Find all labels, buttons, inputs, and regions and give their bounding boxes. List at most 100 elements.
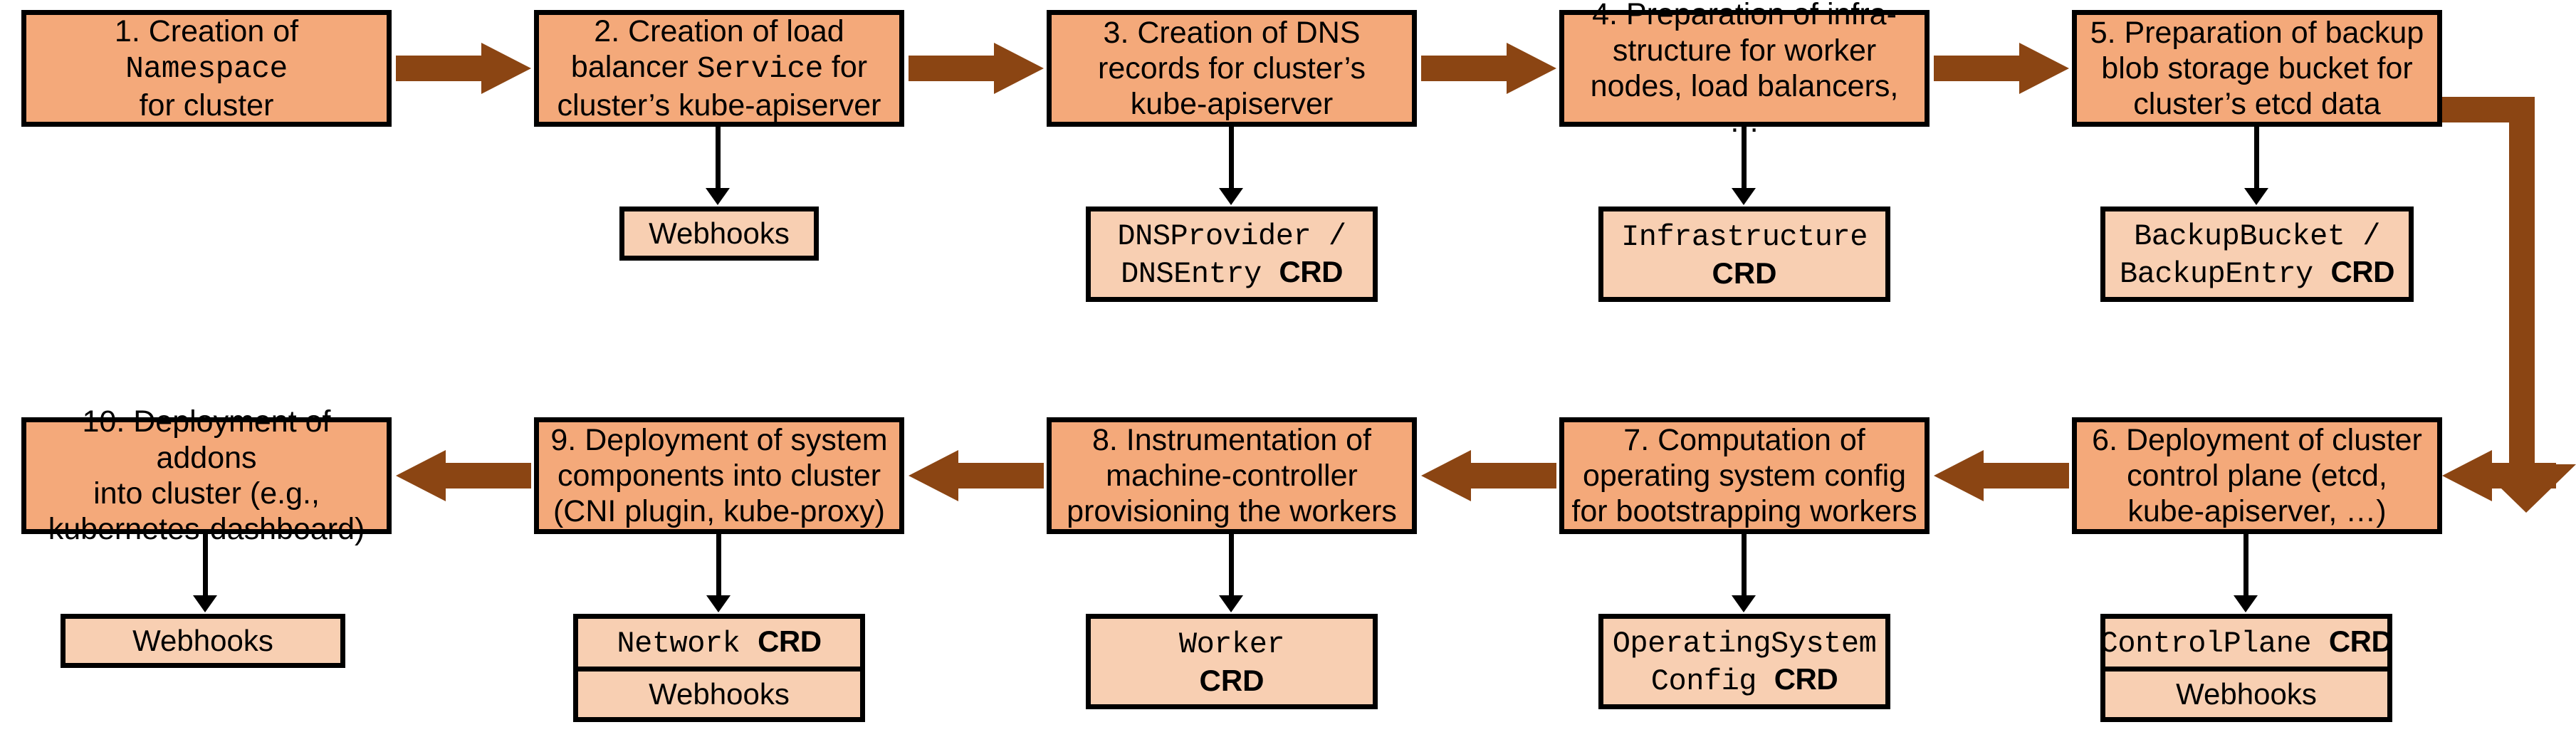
crd-label: CRD (2330, 255, 2394, 288)
sub-cell-osc-crd: OperatingSystem Config CRD (1603, 619, 1885, 704)
connector-line-step-3 (1229, 127, 1234, 189)
flow-arrow-into-step-6 (2442, 450, 2556, 501)
step-box-2[interactable]: 2. Creation of load balancer Service for… (534, 10, 904, 127)
connector-arrowhead-step-8 (1219, 595, 1243, 612)
sub-cell-webhooks: Webhooks (578, 667, 860, 717)
service-kind: Service (696, 51, 824, 87)
sub-box-network-crd[interactable]: Network CRD Webhooks (573, 614, 865, 722)
osc-crd-line-2: Config CRD (1650, 662, 1838, 699)
sub-cell-webhooks: Webhooks (2105, 667, 2387, 717)
crd-label: CRD (758, 624, 822, 658)
step-4-line-2: structure for worker (1612, 33, 1877, 68)
flow-arrow-4-to-5 (1934, 43, 2069, 94)
controlplane-crd-text: ControlPlane CRD (2100, 624, 2393, 661)
step-5-line-1: 5. Preparation of backup (2090, 15, 2424, 50)
connector-arrowhead-step-2 (706, 188, 730, 205)
step-8-line-1: 8. Instrumentation of (1092, 422, 1371, 457)
sub-cell-network-crd: Network CRD (578, 619, 860, 667)
step-7-line-1: 7. Computation of (1623, 422, 1865, 457)
step-10-line-2: into cluster (e.g., (93, 476, 320, 511)
connector-arrowhead-step-3 (1219, 188, 1243, 205)
step-9-line-3: (CNI plugin, kube-proxy) (553, 494, 885, 529)
step-2-line-3: cluster’s kube-apiserver (557, 88, 881, 122)
step-3-line-1: 3. Creation of DNS (1103, 15, 1361, 50)
backup-crd-line-2: BackupEntry CRD (2120, 255, 2394, 291)
flow-arrow-2-to-3 (909, 43, 1044, 94)
step-4-line-1: 4. Preparation of infra- (1592, 0, 1897, 32)
sub-box-webhooks-step-10[interactable]: Webhooks (61, 614, 345, 668)
step-box-6[interactable]: 6. Deployment of cluster control plane (… (2072, 417, 2442, 534)
step-9-line-2: components into cluster (557, 458, 881, 493)
step-10-line-1: 10. Deployment of addons (82, 404, 331, 475)
sub-cell-backup-crd: BackupBucket / BackupEntry CRD (2105, 211, 2409, 297)
sub-cell-worker-crd: Worker CRD (1091, 619, 1373, 704)
step-7-line-2: operating system config (1582, 458, 1907, 493)
step-2-line-2: balancer Service for (570, 50, 868, 87)
connector-arrowhead-step-9 (706, 595, 731, 612)
flow-arrow-3-to-4 (1421, 43, 1556, 94)
step-3-line-3: kube-apiserver (1130, 87, 1334, 122)
worker-crd-line-2: CRD (1199, 663, 1265, 697)
step-8-line-3: provisioning the workers (1067, 494, 1397, 529)
step-6-line-3: kube-apiserver, …) (2127, 494, 2387, 529)
flow-arrow-9-to-10 (396, 450, 531, 501)
connector-arrowhead-step-5 (2244, 188, 2268, 205)
step-2-line-1: 2. Creation of load (594, 14, 844, 49)
flow-arrow-7-to-8 (1421, 450, 1556, 501)
step-1-line-3: for cluster (139, 88, 274, 122)
step-5-line-2: blob storage bucket for (2101, 51, 2413, 85)
step-box-9[interactable]: 9. Deployment of system components into … (534, 417, 904, 534)
sub-box-infrastructure-crd[interactable]: Infrastructure CRD (1598, 207, 1890, 302)
crd-label: CRD (2328, 624, 2393, 658)
crd-label: CRD (1774, 662, 1838, 696)
step-box-5[interactable]: 5. Preparation of backup blob storage bu… (2072, 10, 2442, 127)
step-9-line-1: 9. Deployment of system (550, 422, 888, 457)
dns-crd-line-2: DNSEntry CRD (1121, 255, 1343, 291)
step-1-line-2: Namespace (125, 51, 288, 87)
step-box-7[interactable]: 7. Computation of operating system confi… (1559, 417, 1930, 534)
step-3-line-2: records for cluster’s (1098, 51, 1366, 85)
flow-arrow-8-to-9 (909, 450, 1044, 501)
connector-line-step-4 (1742, 127, 1747, 189)
worker-crd-line-1: Worker (1178, 627, 1285, 662)
sub-box-osc-crd[interactable]: OperatingSystem Config CRD (1598, 614, 1890, 709)
step-box-4[interactable]: 4. Preparation of infra- structure for w… (1559, 0, 1930, 139)
step-box-3[interactable]: 3. Creation of DNS records for cluster’s… (1047, 10, 1417, 127)
connector-line-step-2 (716, 127, 721, 189)
sub-box-backup-crd[interactable]: BackupBucket / BackupEntry CRD (2100, 207, 2414, 302)
step-box-8[interactable]: 8. Instrumentation of machine-controller… (1047, 417, 1417, 534)
step-5-line-3: cluster’s etcd data (2133, 87, 2381, 122)
step-box-10[interactable]: 10. Deployment of addons into cluster (e… (21, 404, 392, 546)
osc-crd-line-1: OperatingSystem (1612, 626, 1877, 661)
dns-crd-line-1: DNSProvider / (1117, 219, 1346, 254)
step-box-1[interactable]: 1. Creation of Namespace for cluster (21, 10, 392, 127)
sub-box-controlplane-crd[interactable]: ControlPlane CRD Webhooks (2100, 614, 2393, 722)
infrastructure-crd-line-2: CRD (1712, 256, 1777, 290)
connector-line-step-10 (203, 534, 208, 597)
step-8-line-2: machine-controller (1106, 458, 1358, 493)
crd-label: CRD (1279, 255, 1343, 288)
connector-line-step-8 (1229, 534, 1234, 597)
infrastructure-crd-line-1: Infrastructure (1621, 220, 1868, 255)
sub-cell-controlplane-crd: ControlPlane CRD (2100, 619, 2393, 667)
sub-cell-dns-crd: DNSProvider / DNSEntry CRD (1091, 211, 1373, 297)
backup-crd-line-1: BackupBucket / (2134, 219, 2380, 254)
step-1-line-1: 1. Creation of (114, 14, 299, 49)
flow-arrow-6-to-7 (1934, 450, 2069, 501)
sub-cell-webhooks: Webhooks (649, 216, 790, 250)
network-crd-text: Network CRD (617, 624, 822, 661)
step-4-line-3: nodes, load balancers, … (1590, 69, 1899, 140)
sub-box-webhooks-step-2[interactable]: Webhooks (619, 207, 819, 261)
sub-box-dns-crd[interactable]: DNSProvider / DNSEntry CRD (1086, 207, 1378, 302)
flow-arrow-5-to-6-wrap (2442, 43, 2576, 527)
sub-box-worker-crd[interactable]: Worker CRD (1086, 614, 1378, 709)
connector-line-step-5 (2254, 127, 2259, 189)
step-6-line-1: 6. Deployment of cluster (2092, 422, 2422, 457)
sub-cell-webhooks: Webhooks (132, 623, 273, 657)
connector-arrowhead-step-10 (193, 595, 217, 612)
sub-cell-infrastructure-crd: Infrastructure CRD (1603, 211, 1885, 297)
connector-arrowhead-step-7 (1732, 595, 1756, 612)
connector-arrowhead-step-4 (1732, 188, 1756, 205)
step-6-line-2: control plane (etcd, (2127, 458, 2387, 493)
